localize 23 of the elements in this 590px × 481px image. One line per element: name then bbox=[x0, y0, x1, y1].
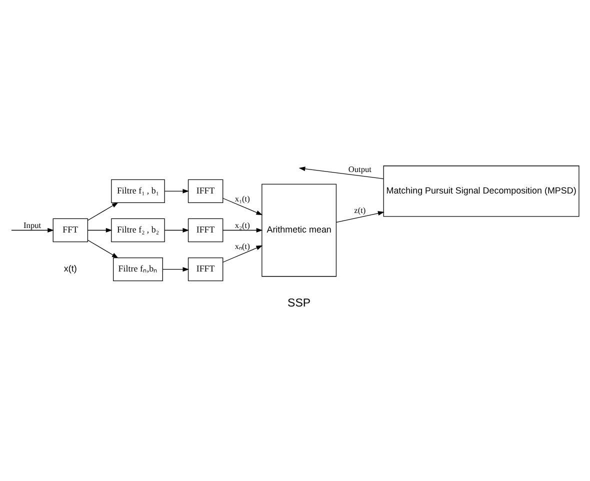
arrow bbox=[298, 166, 384, 180]
node-box: Filtre fₙ,bₙ bbox=[113, 257, 163, 282]
arrow bbox=[164, 228, 190, 232]
node-box: IFFT bbox=[188, 218, 224, 242]
arrow bbox=[162, 267, 190, 272]
node-box: Filtre f₂ , b₂ bbox=[111, 218, 165, 242]
node-box: IFFT bbox=[188, 179, 224, 204]
node-box: FFT bbox=[52, 218, 88, 242]
arrow bbox=[87, 202, 118, 221]
arrow bbox=[164, 188, 190, 194]
label: x(t) bbox=[64, 264, 77, 274]
node-box: Filtre f₁ , b₁ bbox=[111, 179, 165, 204]
arrow bbox=[87, 228, 112, 232]
arrow bbox=[222, 198, 263, 216]
arrow bbox=[222, 228, 263, 232]
node-box: Arithmetic mean bbox=[262, 184, 337, 277]
arrow bbox=[336, 211, 384, 223]
arrow bbox=[222, 245, 263, 263]
arrow bbox=[87, 240, 118, 258]
node-box: Matching Pursuit Signal Decomposition (MPSD) bbox=[383, 166, 580, 217]
node-box: IFFT bbox=[188, 257, 224, 282]
label: SSP bbox=[288, 298, 311, 310]
arrow bbox=[11, 228, 54, 232]
